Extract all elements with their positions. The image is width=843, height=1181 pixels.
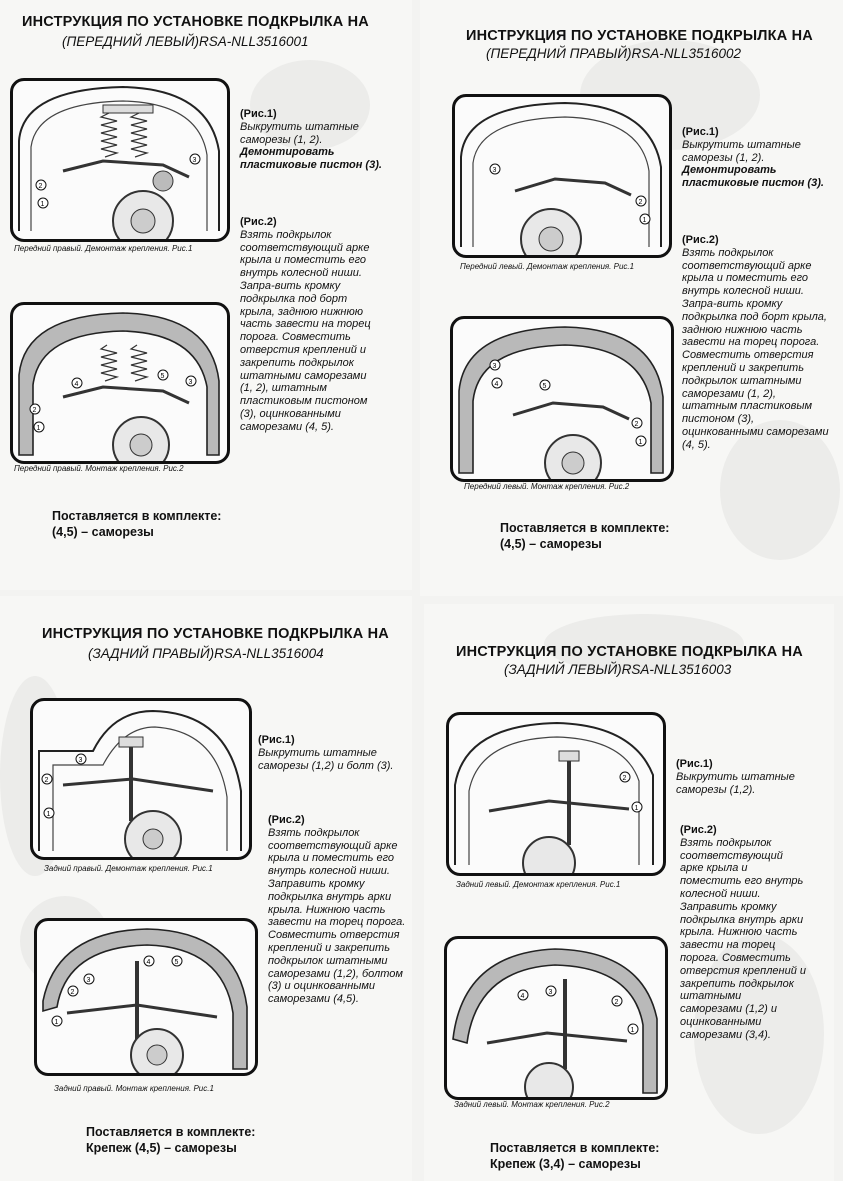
kit-contents: Поставляется в комплекте: Крепеж (4,5) –… xyxy=(86,1125,256,1155)
figure-1-removal: 2 1 3 xyxy=(10,78,230,242)
rear-wheel-arch-drawing: 3 2 1 xyxy=(38,709,242,857)
sheet-subtitle: (ЗАДНИЙ ПРАВЫЙ)RSA-NLL3516004 xyxy=(88,646,324,661)
figure-1-removal: 3 2 1 xyxy=(452,94,672,258)
wheel-arch-drawing: 2 1 3 xyxy=(18,85,220,239)
svg-text:2: 2 xyxy=(33,407,37,414)
svg-text:2: 2 xyxy=(635,421,639,428)
figure-2-installation: 4 3 2 1 xyxy=(444,936,668,1100)
svg-text:2: 2 xyxy=(639,199,643,206)
svg-text:4: 4 xyxy=(75,381,79,388)
instruction-sheet-front-right: ИНСТРУКЦИЯ ПО УСТАНОВКЕ ПОДКРЫЛКА НА (ПЕ… xyxy=(420,0,843,596)
wheel-arch-liner-drawing: 4 5 3 2 1 xyxy=(458,326,664,479)
svg-text:2: 2 xyxy=(39,183,43,190)
svg-text:4: 4 xyxy=(495,381,499,388)
svg-text:3: 3 xyxy=(493,167,497,174)
kit-contents: Поставляется в комплекте: (4,5) – саморе… xyxy=(500,521,670,551)
figure-2-installation: 4 5 3 2 1 xyxy=(10,302,230,464)
svg-text:4: 4 xyxy=(521,993,525,1000)
svg-text:5: 5 xyxy=(543,383,547,390)
figure-1-removal: 3 2 1 xyxy=(30,698,252,860)
svg-text:1: 1 xyxy=(635,805,639,812)
step-1-text: (Рис.1) Выкрутить штатные саморезы (1,2)… xyxy=(676,758,795,796)
figure-2-caption: Задний левый. Монтаж крепления. Рис.2 xyxy=(454,1100,610,1109)
step-2-text: (Рис.2) Взять подкрылок соответствующий … xyxy=(680,824,806,1041)
svg-text:4: 4 xyxy=(147,959,151,966)
sheet-title: ИНСТРУКЦИЯ ПО УСТАНОВКЕ ПОДКРЫЛКА НА xyxy=(456,644,803,660)
rear-wheel-arch-liner-drawing: 4 3 2 1 xyxy=(452,948,658,1097)
step-2-text: (Рис.2) Взять подкрылок соответствующий … xyxy=(268,814,406,1006)
figure-2-installation: 4 5 3 2 1 xyxy=(34,918,258,1076)
svg-text:2: 2 xyxy=(623,775,627,782)
sheet-title: ИНСТРУКЦИЯ ПО УСТАНОВКЕ ПОДКРЫЛКА НА xyxy=(42,626,389,642)
svg-text:1: 1 xyxy=(631,1027,635,1034)
sheet-subtitle: (ПЕРЕДНИЙ ЛЕВЫЙ)RSA-NLL3516001 xyxy=(62,34,309,49)
figure-1-caption: Передний левый. Демонтаж крепления. Рис.… xyxy=(460,262,635,271)
step-2-text: (Рис.2) Взять подкрылок соответствующий … xyxy=(682,234,829,451)
svg-text:3: 3 xyxy=(549,989,553,996)
step-1-text: (Рис.1) Выкрутить штатные саморезы (1, 2… xyxy=(682,126,824,190)
svg-text:3: 3 xyxy=(79,757,83,764)
wheel-arch-liner-drawing: 4 5 3 2 1 xyxy=(18,312,220,461)
svg-text:3: 3 xyxy=(493,363,497,370)
figure-1-caption: Задний правый. Демонтаж крепления. Рис.1 xyxy=(44,864,213,873)
sheet-subtitle: (ЗАДНИЙ ЛЕВЫЙ)RSA-NLL3516003 xyxy=(504,662,732,677)
sheet-title: ИНСТРУКЦИЯ ПО УСТАНОВКЕ ПОДКРЫЛКА НА xyxy=(22,14,369,30)
step-2-text: (Рис.2) Взять подкрылок соответствующий … xyxy=(240,216,371,433)
figure-2-caption: Передний левый. Монтаж крепления. Рис.2 xyxy=(464,482,630,491)
figure-2-installation: 4 5 3 2 1 xyxy=(450,316,674,482)
instruction-sheet-rear-right: ИНСТРУКЦИЯ ПО УСТАНОВКЕ ПОДКРЫЛКА НА (ЗА… xyxy=(0,596,412,1181)
svg-text:1: 1 xyxy=(37,425,41,432)
wheel-arch-drawing: 3 2 1 xyxy=(460,101,662,255)
instruction-sheet-front-left: ИНСТРУКЦИЯ ПО УСТАНОВКЕ ПОДКРЫЛКА НА (ПЕ… xyxy=(0,0,412,590)
kit-contents: Поставляется в комплекте: (4,5) – саморе… xyxy=(52,509,222,539)
figure-2-caption: Передний правый. Монтаж крепления. Рис.2 xyxy=(14,464,184,473)
svg-text:1: 1 xyxy=(55,1019,59,1026)
figure-2-caption: Задний правый. Монтаж крепления. Рис.1 xyxy=(54,1084,214,1093)
svg-text:3: 3 xyxy=(189,379,193,386)
svg-text:1: 1 xyxy=(639,439,643,446)
svg-text:5: 5 xyxy=(175,959,179,966)
sheet-title: ИНСТРУКЦИЯ ПО УСТАНОВКЕ ПОДКРЫЛКА НА xyxy=(466,28,813,44)
rear-wheel-arch-liner-drawing: 4 5 3 2 1 xyxy=(42,928,248,1073)
instruction-sheet-rear-left: ИНСТРУКЦИЯ ПО УСТАНОВКЕ ПОДКРЫЛКА НА (ЗА… xyxy=(424,604,834,1181)
svg-text:2: 2 xyxy=(45,777,49,784)
sheet-subtitle: (ПЕРЕДНИЙ ПРАВЫЙ)RSA-NLL3516002 xyxy=(486,46,742,61)
svg-text:2: 2 xyxy=(71,989,75,996)
svg-text:3: 3 xyxy=(193,157,197,164)
rear-wheel-arch-drawing: 2 1 xyxy=(454,721,654,873)
svg-text:3: 3 xyxy=(87,977,91,984)
svg-text:1: 1 xyxy=(47,811,51,818)
svg-text:1: 1 xyxy=(41,201,45,208)
svg-text:5: 5 xyxy=(161,373,165,380)
figure-1-removal: 2 1 xyxy=(446,712,666,876)
step-1-text: (Рис.1) Выкрутить штатные саморезы (1,2)… xyxy=(258,734,394,772)
step-1-text: (Рис.1) Выкрутить штатные саморезы (1, 2… xyxy=(240,108,382,172)
figure-1-caption: Задний левый. Демонтаж крепления. Рис.1 xyxy=(456,880,621,889)
kit-contents: Поставляется в комплекте: Крепеж (3,4) –… xyxy=(490,1141,660,1171)
svg-text:1: 1 xyxy=(643,217,647,224)
figure-1-caption: Передний правый. Демонтаж крепления. Рис… xyxy=(14,244,193,253)
svg-text:2: 2 xyxy=(615,999,619,1006)
